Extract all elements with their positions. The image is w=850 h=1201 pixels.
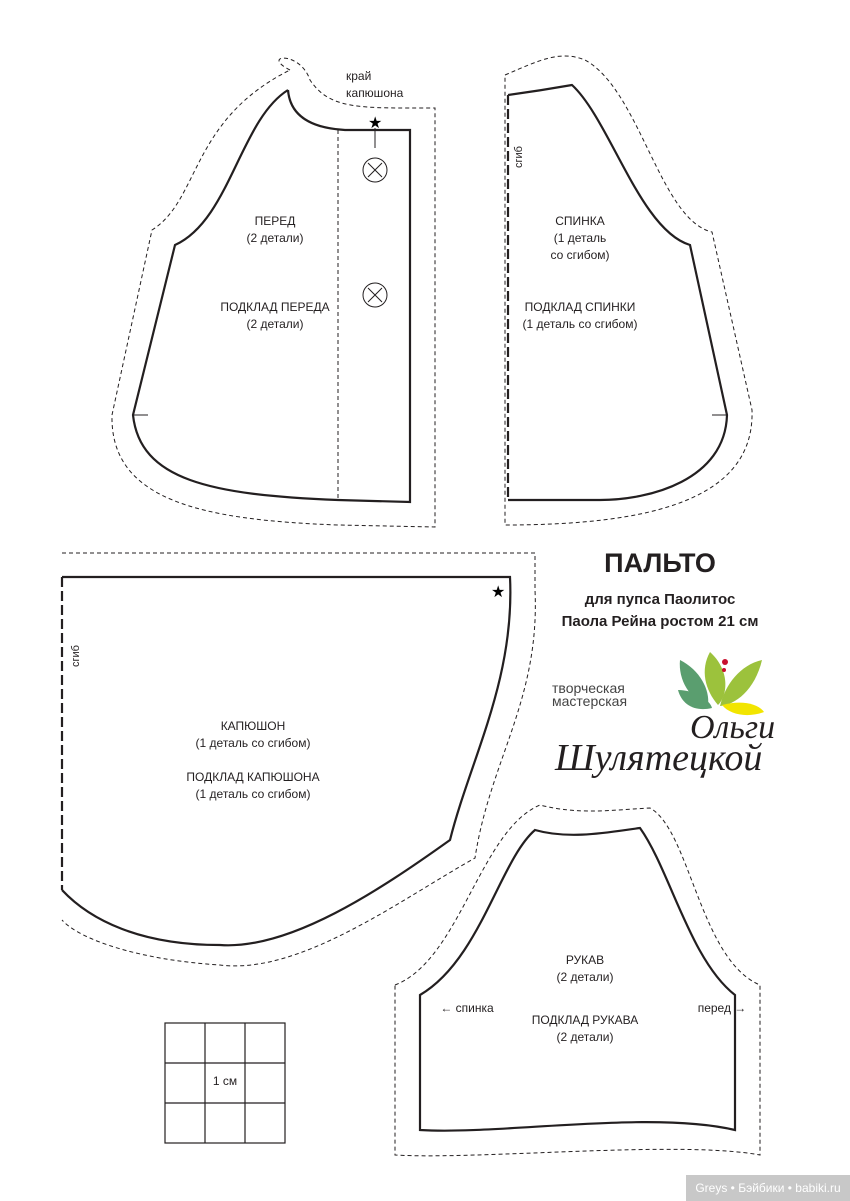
- front-edge-note: край капюшона: [346, 68, 403, 102]
- scale-grid: [164, 1022, 286, 1144]
- button-mark: [362, 282, 388, 308]
- logo-berry: [722, 659, 728, 665]
- piece-count: (1 деталь: [553, 231, 607, 245]
- sleeve-front-mark: перед →: [697, 1001, 747, 1015]
- hood-seam-allowance: [61, 552, 536, 967]
- watermark: Greys • Бэйбики • babiki.ru: [686, 1175, 850, 1201]
- piece-count: со сгибом): [550, 248, 610, 262]
- lining-name: ПОДКЛАД ПЕРЕДА: [220, 300, 330, 314]
- hood-label: КАПЮШОН (1 деталь со сгибом) ПОДКЛАД КАП…: [186, 718, 319, 803]
- back-seam-allowance: [504, 55, 753, 526]
- edge-note-line: край: [346, 69, 372, 83]
- piece-name: ПЕРЕД: [254, 214, 296, 228]
- lining-name: ПОДКЛАД РУКАВА: [531, 1013, 639, 1027]
- front-outline: [131, 89, 412, 504]
- edge-note-line: капюшона: [346, 86, 404, 100]
- star-icon: ★: [368, 115, 382, 132]
- back-fold-label: сгиб: [513, 146, 525, 168]
- sleeve-label: РУКАВ (2 детали) ПОДКЛАД РУКАВА (2 детал…: [532, 952, 639, 1046]
- hood-outline: [61, 575, 512, 947]
- logo: Ольги Шулятецкой: [554, 652, 775, 779]
- button-mark: [362, 157, 388, 183]
- front-label: ПЕРЕД (2 детали) ПОДКЛАД ПЕРЕДА (2 детал…: [220, 213, 329, 333]
- logo-signature: Шулятецкой: [554, 737, 762, 779]
- piece-count: (2 детали): [246, 231, 304, 245]
- subtitle: Паола Рейна ростом 21 см: [561, 613, 759, 630]
- logo-line: мастерская: [552, 693, 628, 709]
- piece-name: РУКАВ: [565, 953, 605, 967]
- hood-fold-label: сгиб: [70, 645, 82, 667]
- subtitle: для пупса Паолитос: [584, 591, 736, 608]
- piece-count: (1 деталь со сгибом): [195, 736, 311, 750]
- logo-leaf: [679, 660, 709, 705]
- lining-count: (2 детали): [556, 1030, 614, 1044]
- lining-name: ПОДКЛАД КАПЮШОНА: [186, 770, 320, 784]
- lining-name: ПОДКЛАД СПИНКИ: [524, 300, 636, 314]
- logo-leaf: [720, 660, 762, 706]
- back-outline: [507, 83, 729, 502]
- star-icon: ★: [491, 584, 505, 601]
- logo-leaf: [678, 690, 712, 710]
- logo-berry: [722, 668, 726, 672]
- sleeve-back-mark: ← спинка: [440, 1001, 494, 1015]
- front-seam-allowance: [111, 57, 436, 528]
- logo-signature: Ольги: [690, 709, 775, 746]
- sleeve-seam-allowance: [394, 804, 761, 1157]
- logo-leaf: [704, 652, 726, 705]
- page-title: ПАЛЬТО: [604, 548, 716, 578]
- logo-line: творческая: [552, 680, 625, 696]
- lining-count: (2 детали): [246, 317, 304, 331]
- logo-leaf: [722, 702, 764, 716]
- logo-text: творческая мастерская: [552, 680, 628, 709]
- piece-name: КАПЮШОН: [220, 719, 286, 733]
- lining-count: (1 деталь со сгибом): [522, 317, 638, 331]
- back-label: СПИНКА (1 деталь со сгибом) ПОДКЛАД СПИН…: [523, 213, 638, 333]
- sleeve-outline: [418, 826, 737, 1132]
- lining-count: (1 деталь со сгибом): [195, 787, 311, 801]
- scale-label: 1 см: [212, 1074, 238, 1088]
- piece-name: СПИНКА: [555, 214, 605, 228]
- piece-count: (2 детали): [556, 970, 614, 984]
